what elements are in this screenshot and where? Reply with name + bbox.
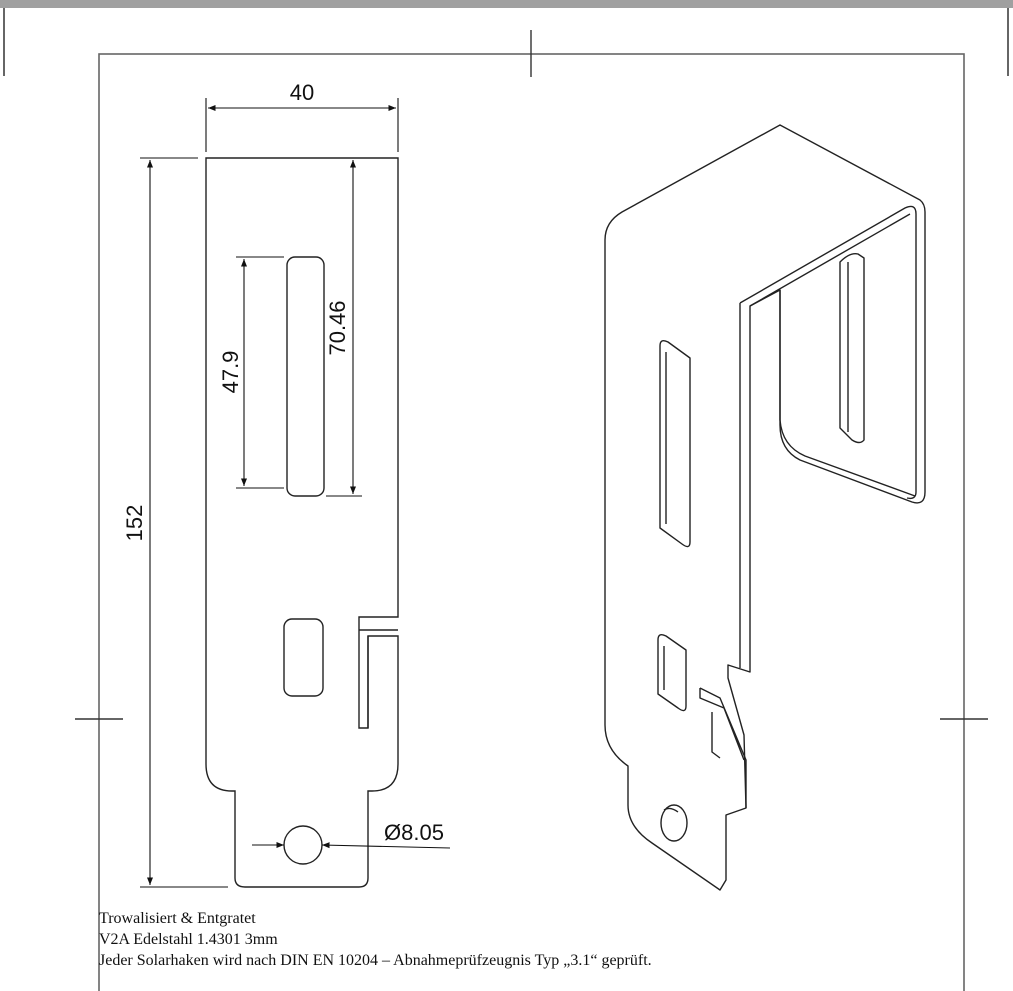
note-material: V2A Edelstahl 1.4301 3mm (99, 931, 278, 948)
dim-slot-length-label: 47.9 (218, 351, 243, 394)
front-short-slot (657, 633, 687, 712)
note-finish: Trowalisiert & Entgratet (99, 910, 256, 927)
dim-hole-diameter-label: Ø8.05 (384, 820, 444, 845)
blank-outline (205, 157, 399, 888)
front-tab (699, 687, 747, 808)
dimension-lines (140, 98, 451, 888)
isometric-view (604, 124, 926, 891)
hook-outer (604, 124, 926, 891)
long-slot (286, 256, 325, 497)
drawing-notes: Trowalisiert & Entgratet V2A Edelstahl 1… (99, 908, 999, 971)
dim-slot-offset-label: 70.46 (325, 300, 350, 355)
dim-width-label: 40 (290, 80, 314, 105)
flat-view (205, 157, 399, 888)
note-certification: Jeder Solarhaken wird nach DIN EN 10204 … (99, 952, 652, 969)
short-slot (283, 618, 324, 697)
dim-height-label: 152 (122, 505, 147, 542)
notch-inner (359, 629, 398, 728)
mounting-hole (283, 825, 323, 865)
front-hole (660, 804, 688, 842)
front-long-slot (659, 339, 691, 548)
back-slot (839, 252, 865, 444)
